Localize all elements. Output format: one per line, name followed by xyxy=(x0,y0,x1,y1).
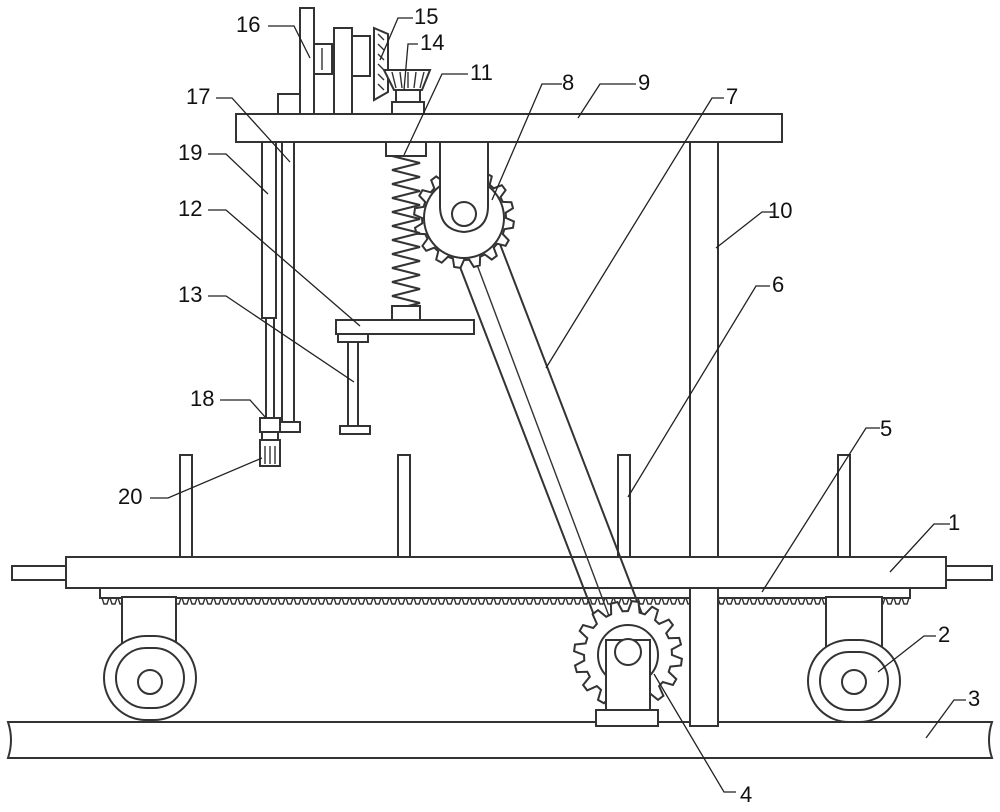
label-3: 3 xyxy=(968,686,980,711)
callout-labels: 1 2 3 4 5 6 7 8 9 10 11 12 13 14 15 16 1… xyxy=(118,4,980,807)
label-20: 20 xyxy=(118,484,142,509)
rack xyxy=(99,587,911,605)
label-2: 2 xyxy=(938,622,950,647)
guide-rail xyxy=(277,141,301,433)
top-gear xyxy=(413,141,515,269)
table-plate xyxy=(65,556,947,589)
label-14: 14 xyxy=(420,30,444,55)
label-4: 4 xyxy=(740,782,752,807)
pins xyxy=(179,454,851,558)
label-12: 12 xyxy=(178,196,202,221)
label-15: 15 xyxy=(414,4,438,29)
label-1: 1 xyxy=(948,510,960,535)
label-6: 6 xyxy=(772,272,784,297)
label-11: 11 xyxy=(470,60,493,85)
bottom-gear xyxy=(573,600,683,727)
top-beam xyxy=(235,113,783,143)
label-10: 10 xyxy=(768,198,792,223)
label-17: 17 xyxy=(186,84,210,109)
label-8: 8 xyxy=(562,70,574,95)
bevel-gears xyxy=(373,26,432,115)
label-9: 9 xyxy=(638,70,650,95)
ground-rail xyxy=(6,721,994,759)
wheel-left xyxy=(103,596,197,721)
label-19: 19 xyxy=(178,140,202,165)
label-13: 13 xyxy=(178,282,202,307)
wheel-right xyxy=(807,596,901,723)
label-5: 5 xyxy=(880,416,892,441)
shaft-ends xyxy=(11,565,993,581)
leader-lines xyxy=(150,17,966,793)
label-18: 18 xyxy=(190,386,214,411)
tool-head xyxy=(259,431,281,467)
cylinder xyxy=(259,141,281,433)
label-16: 16 xyxy=(236,12,260,37)
motor-assembly xyxy=(277,7,371,115)
press-rod xyxy=(339,341,371,435)
label-7: 7 xyxy=(726,84,738,109)
screw-spring xyxy=(385,141,427,321)
belt xyxy=(439,204,653,641)
column xyxy=(689,141,719,727)
